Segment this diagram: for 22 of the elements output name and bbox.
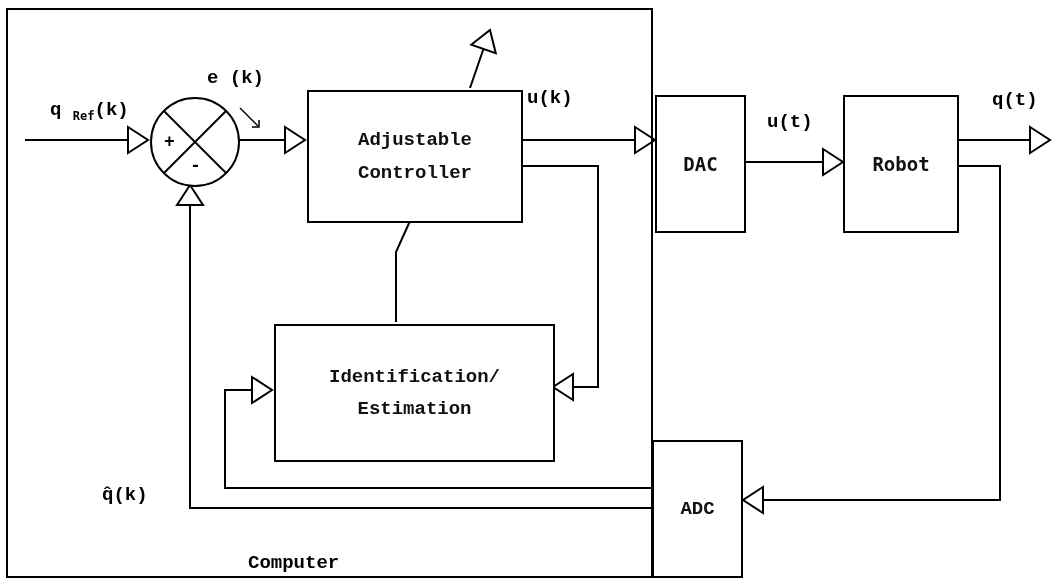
block-label: Robot [872,151,930,177]
frame-title: Computer [248,552,340,574]
summing-junction [150,97,240,187]
signal-arrow [24,126,149,154]
signal-arrow [745,148,844,176]
plus-sign: + [164,133,175,151]
block-label: ADC [680,496,715,522]
signal-arrow [224,376,653,489]
block-box [843,95,959,233]
block-label: Adjustable Controller [357,128,473,186]
signal-arrow [742,165,1001,514]
signal-arrow [469,29,497,89]
block-box [274,324,555,462]
signal-arrow [958,126,1051,154]
block-box [655,95,746,233]
signal-arrow [176,184,653,509]
minus-sign: - [190,157,201,175]
block-label: Identification/ Estimation [328,364,501,422]
computer-frame [6,8,653,578]
block-box [652,440,743,578]
block-box [307,90,523,223]
block-label: DAC [683,151,718,177]
